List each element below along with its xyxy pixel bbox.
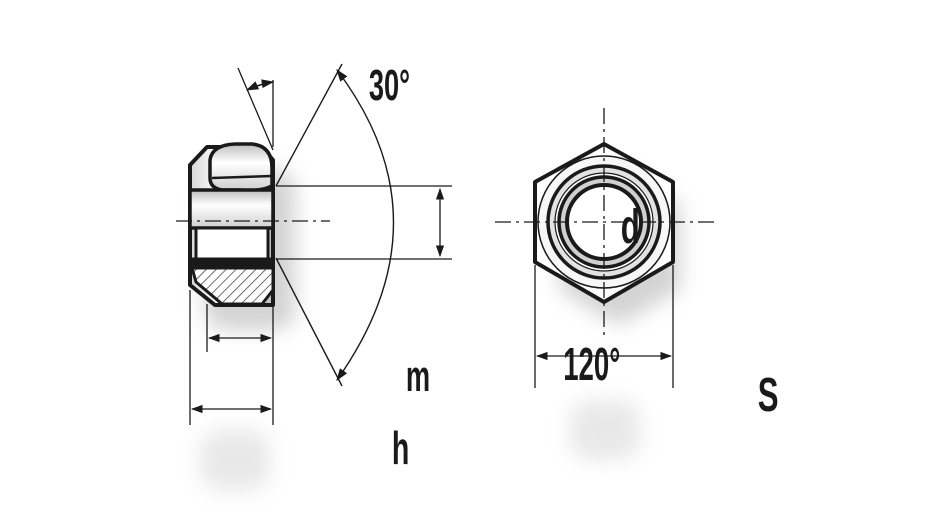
- nylon-insert-dome: [208, 142, 274, 193]
- nut-hex-band: [188, 188, 275, 230]
- angle-120-label: 120°: [563, 340, 620, 391]
- thread-diameter-dimension: [276, 185, 452, 260]
- angle-120-dimension: [275, 63, 395, 387]
- width-across-flats-dimension: [534, 265, 674, 388]
- angle-30-dimension: [237, 67, 275, 151]
- thread-band: [194, 226, 270, 262]
- nut-height-m-label: m: [406, 351, 430, 400]
- front-centerlines: [495, 108, 718, 335]
- total-height-h-label: h: [392, 423, 409, 475]
- hatched-section: [190, 266, 275, 306]
- width-across-flats-label: S: [758, 367, 779, 422]
- thread-diameter-label: d: [621, 199, 640, 254]
- nut-front-view: [533, 142, 675, 304]
- angle-30-label: 30°: [369, 60, 410, 109]
- height-dimensions: [189, 290, 274, 425]
- nut-side-view: [188, 142, 275, 307]
